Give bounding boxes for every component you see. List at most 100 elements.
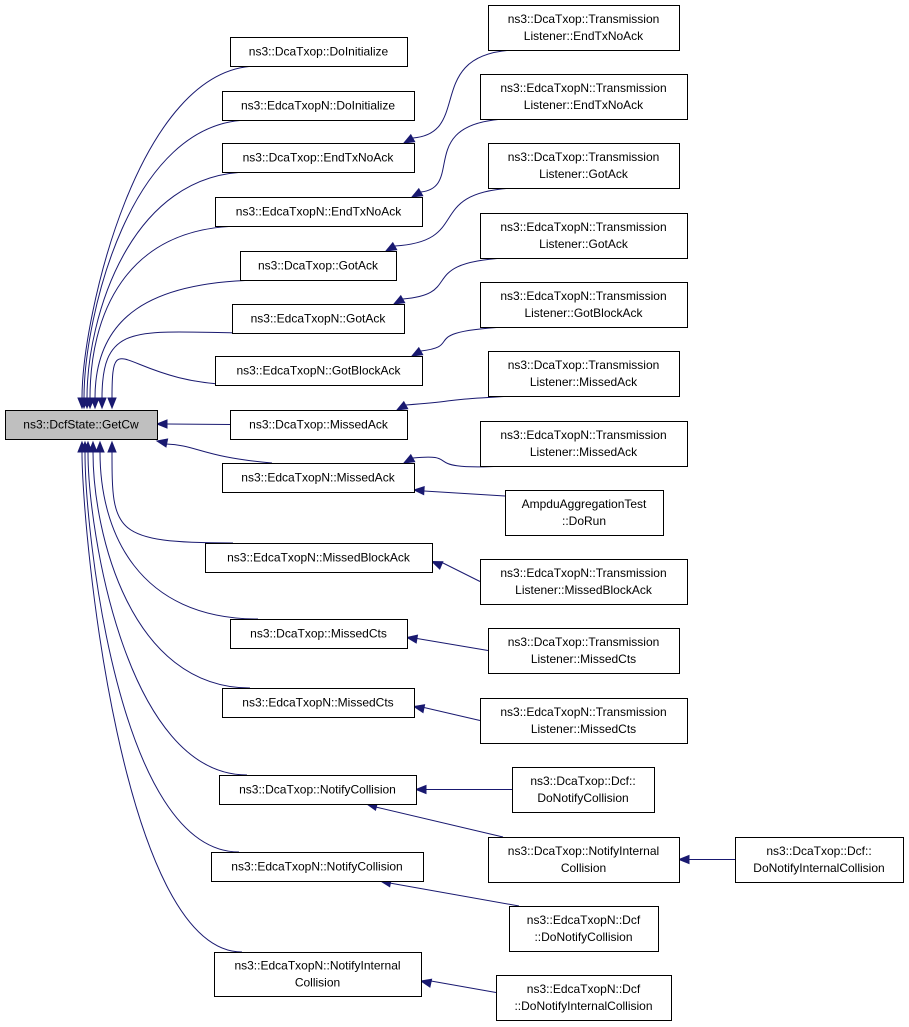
edge-line bbox=[394, 187, 514, 247]
edge-arrowhead bbox=[95, 440, 105, 453]
node-label: ns3::DcaTxop::MissedAck bbox=[249, 418, 389, 432]
edge-edca-missedblock-to-root bbox=[107, 440, 234, 544]
node-box bbox=[480, 421, 688, 467]
node-label: Listener::EndTxNoAck bbox=[524, 29, 644, 43]
edge-arrowhead bbox=[677, 854, 690, 865]
node-edca-dcf-donotifyint[interactable]: ns3::EdcaTxopN::Dcf::DoNotifyInternalCol… bbox=[496, 975, 672, 1021]
node-dca-notifycoll[interactable]: ns3::DcaTxop::NotifyCollision bbox=[219, 775, 417, 805]
node-box bbox=[488, 351, 680, 397]
node-tl-edca-gotblock[interactable]: ns3::EdcaTxopN::TransmissionListener::Go… bbox=[480, 282, 688, 328]
node-box bbox=[488, 837, 680, 883]
edge-ampdu-test-to-edca-missedack bbox=[412, 485, 506, 497]
node-box bbox=[488, 5, 680, 51]
edge-line bbox=[389, 882, 520, 907]
node-tl-dca-endtx[interactable]: ns3::DcaTxop::TransmissionListener::EndT… bbox=[488, 5, 680, 51]
edge-line bbox=[430, 980, 497, 993]
edge-line bbox=[99, 451, 259, 620]
node-dca-notifyint[interactable]: ns3::DcaTxop::NotifyInternalCollision bbox=[488, 837, 680, 883]
node-edca-gotblock[interactable]: ns3::EdcaTxopN::GotBlockAck bbox=[215, 356, 423, 386]
node-tl-edca-missedack[interactable]: ns3::EdcaTxopN::TransmissionListener::Mi… bbox=[480, 421, 688, 467]
node-edca-gotack[interactable]: ns3::EdcaTxopN::GotAck bbox=[232, 304, 405, 334]
node-label: ns3::DcaTxop::Dcf:: bbox=[766, 844, 871, 858]
node-edca-missedack[interactable]: ns3::EdcaTxopN::MissedAck bbox=[222, 463, 415, 493]
edge-line bbox=[101, 331, 261, 399]
node-edca-endtx[interactable]: ns3::EdcaTxopN::EndTxNoAck bbox=[215, 197, 423, 227]
node-label: Listener::GotAck bbox=[539, 167, 629, 181]
edge-dca-missedcts-to-root bbox=[95, 440, 259, 620]
node-label: ns3::DcaTxop::Dcf:: bbox=[530, 774, 635, 788]
node-dca-dcf-donotifyint[interactable]: ns3::DcaTxop::Dcf::DoNotifyInternalColli… bbox=[735, 837, 904, 883]
node-tl-dca-missedcts[interactable]: ns3::DcaTxop::TransmissionListener::Miss… bbox=[488, 628, 680, 674]
node-box bbox=[5, 410, 158, 440]
node-edca-dcf-donotify[interactable]: ns3::EdcaTxopN::Dcf::DoNotifyCollision bbox=[509, 906, 659, 952]
edge-tl-edca-missedcts-to-edca-missedcts bbox=[412, 704, 481, 721]
node-label: ns3::EdcaTxopN::MissedCts bbox=[242, 696, 393, 710]
edge-edca-notifyint-to-root bbox=[77, 440, 243, 953]
node-label: ns3::EdcaTxopN::NotifyCollision bbox=[231, 860, 402, 874]
edge-line bbox=[420, 326, 506, 352]
node-label: ns3::DcaTxop::GotAck bbox=[258, 259, 379, 273]
node-dca-missedack[interactable]: ns3::DcaTxop::MissedAck bbox=[230, 410, 408, 440]
edge-arrowhead bbox=[410, 346, 424, 357]
node-dca-gotack[interactable]: ns3::DcaTxop::GotAck bbox=[240, 251, 397, 281]
edge-line bbox=[83, 119, 251, 399]
node-box bbox=[215, 356, 423, 386]
node-label: ns3::EdcaTxopN::MissedBlockAck bbox=[227, 551, 411, 565]
node-root[interactable]: ns3::DcfState::GetCw bbox=[5, 410, 158, 440]
edge-line bbox=[84, 451, 240, 853]
node-label: Listener::EndTxNoAck bbox=[524, 98, 644, 112]
edge-arrowhead bbox=[155, 438, 169, 448]
node-tl-edca-missedblock[interactable]: ns3::EdcaTxopN::TransmissionListener::Mi… bbox=[480, 559, 688, 605]
node-label: ns3::EdcaTxopN::NotifyInternal bbox=[234, 959, 400, 973]
node-label: ns3::DcaTxop::DoInitialize bbox=[249, 45, 389, 59]
node-label: ns3::EdcaTxopN::Transmission bbox=[500, 566, 666, 580]
edge-arrowhead bbox=[384, 241, 398, 252]
edge-line bbox=[405, 395, 514, 406]
node-edca-notifyint[interactable]: ns3::EdcaTxopN::NotifyInternalCollision bbox=[214, 952, 422, 997]
node-dca-endtx[interactable]: ns3::DcaTxop::EndTxNoAck bbox=[222, 143, 415, 173]
node-tl-edca-missedcts[interactable]: ns3::EdcaTxopN::TransmissionListener::Mi… bbox=[480, 698, 688, 744]
node-edca-missedcts[interactable]: ns3::EdcaTxopN::MissedCts bbox=[222, 688, 415, 718]
node-edca-missedblock[interactable]: ns3::EdcaTxopN::MissedBlockAck bbox=[205, 543, 433, 573]
node-label: ns3::DcaTxop::NotifyInternal bbox=[508, 844, 659, 858]
node-box bbox=[215, 197, 423, 227]
node-box bbox=[205, 543, 433, 573]
edge-tl-edca-endtx-to-edca-endtx bbox=[410, 118, 506, 198]
node-dca-missedcts[interactable]: ns3::DcaTxop::MissedCts bbox=[230, 619, 408, 649]
edge-edca-missedack-to-root bbox=[155, 438, 273, 464]
edge-line bbox=[111, 358, 244, 399]
node-tl-dca-gotack[interactable]: ns3::DcaTxop::TransmissionListener::GotA… bbox=[488, 143, 680, 189]
node-label: ns3::DcaTxop::MissedCts bbox=[250, 627, 387, 641]
edge-tl-dca-gotack-to-dca-gotack bbox=[384, 187, 514, 252]
node-tl-edca-gotack[interactable]: ns3::EdcaTxopN::TransmissionListener::Go… bbox=[480, 213, 688, 259]
node-label: ns3::EdcaTxopN::DoInitialize bbox=[241, 99, 395, 113]
nodes-layer: ns3::DcfState::GetCw ns3::DcaTxop::DoInit… bbox=[5, 5, 904, 1021]
node-dca-doinit[interactable]: ns3::DcaTxop::DoInitialize bbox=[230, 37, 408, 67]
node-label: ns3::EdcaTxopN::Transmission bbox=[500, 705, 666, 719]
node-box bbox=[480, 698, 688, 744]
node-label: DoNotifyCollision bbox=[537, 791, 628, 805]
edge-line bbox=[441, 562, 481, 582]
node-tl-edca-endtx[interactable]: ns3::EdcaTxopN::TransmissionListener::En… bbox=[480, 74, 688, 120]
node-label: ns3::EdcaTxopN::EndTxNoAck bbox=[236, 205, 402, 219]
node-dca-dcf-donotify[interactable]: ns3::DcaTxop::Dcf::DoNotifyCollision bbox=[512, 767, 655, 813]
node-label: Listener::MissedBlockAck bbox=[515, 583, 653, 597]
node-ampdu-test[interactable]: AmpduAggregationTest::DoRun bbox=[505, 490, 664, 536]
edge-line bbox=[423, 490, 506, 497]
edge-line bbox=[402, 257, 506, 300]
edge-arrowhead bbox=[77, 440, 87, 453]
node-label: Listener::MissedCts bbox=[531, 722, 636, 736]
edge-line bbox=[89, 225, 244, 399]
node-box bbox=[480, 74, 688, 120]
node-label: ns3::DcaTxop::Transmission bbox=[508, 150, 660, 164]
edge-arrowhead bbox=[392, 294, 406, 305]
node-edca-notifycoll[interactable]: ns3::EdcaTxopN::NotifyCollision bbox=[211, 852, 424, 882]
edge-dca-gotack-to-root bbox=[90, 279, 269, 410]
node-label: AmpduAggregationTest bbox=[522, 497, 647, 511]
node-label: ns3::DcaTxop::EndTxNoAck bbox=[243, 151, 395, 165]
edge-arrowhead bbox=[395, 400, 409, 411]
node-tl-dca-missedack[interactable]: ns3::DcaTxop::TransmissionListener::Miss… bbox=[488, 351, 680, 397]
node-box bbox=[219, 775, 417, 805]
node-edca-doinit[interactable]: ns3::EdcaTxopN::DoInitialize bbox=[222, 91, 415, 121]
